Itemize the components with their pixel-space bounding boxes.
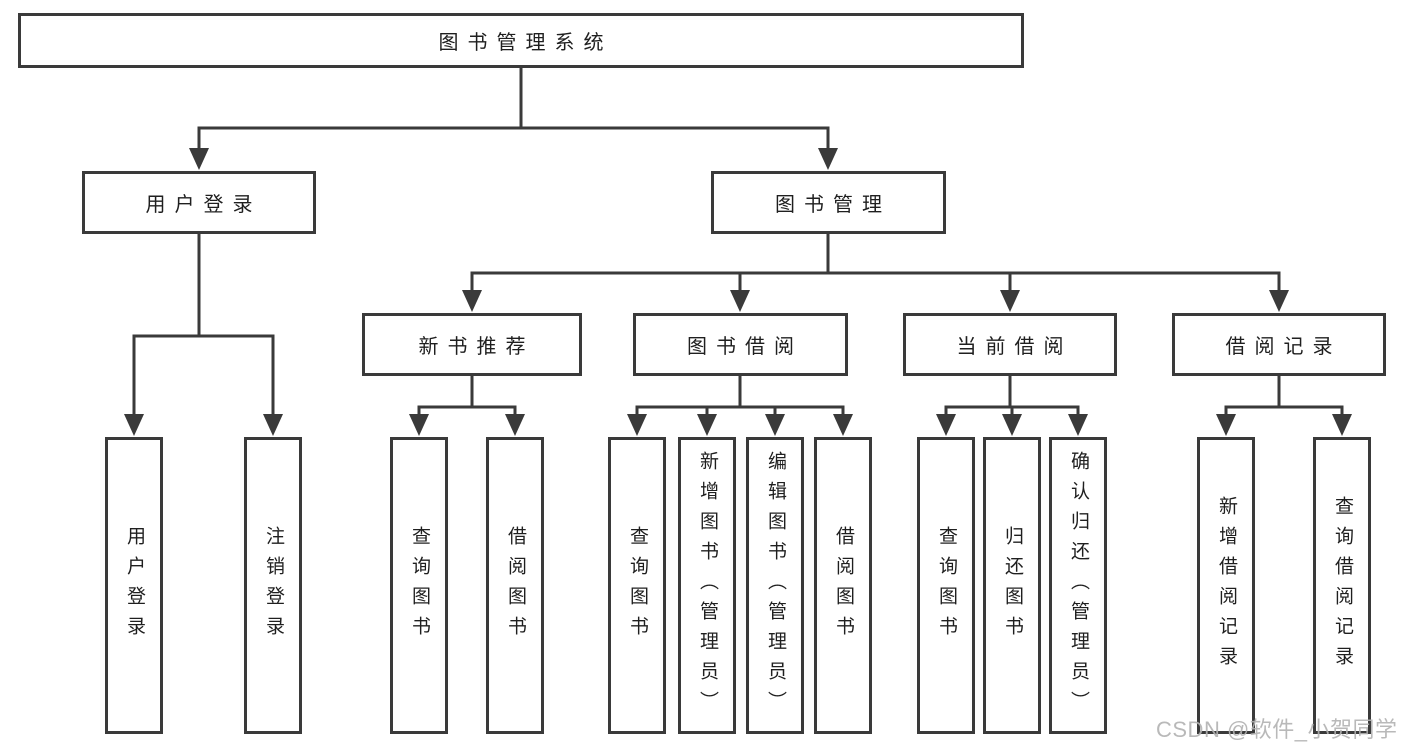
node-book-borrowing-label: 图书借阅 (687, 336, 803, 358)
leaf-user-login-label: 用户登录 (124, 525, 145, 646)
node-user-login: 用户登录 (82, 171, 316, 234)
leaf-logout: 注销登录 (244, 437, 302, 734)
node-borrowing-records: 借阅记录 (1172, 313, 1386, 376)
leaf-logout-label: 注销登录 (263, 525, 284, 646)
leaf-add-book-admin: 新增图书（管理员） (678, 437, 736, 734)
node-new-book-recommendation-label: 新书推荐 (418, 336, 535, 358)
leaf-return-books: 归还图书 (983, 437, 1041, 734)
node-book-borrowing: 图书借阅 (633, 313, 848, 376)
node-book-management-label: 图书管理 (775, 194, 891, 216)
leaf-edit-book-admin-label: 编辑图书（管理员） (765, 450, 786, 721)
leaf-query-books-current: 查询图书 (917, 437, 975, 734)
node-current-borrowing-label: 当前借阅 (956, 336, 1073, 358)
node-user-login-label: 用户登录 (145, 194, 262, 216)
leaf-query-books-borrow: 查询图书 (608, 437, 666, 734)
node-root-label: 图书管理系统 (438, 32, 613, 54)
leaf-borrow-books-label: 借阅图书 (833, 525, 854, 646)
leaf-query-borrow-record-label: 查询借阅记录 (1332, 495, 1353, 676)
leaf-edit-book-admin: 编辑图书（管理员） (746, 437, 804, 734)
leaf-query-books-recommend: 查询图书 (390, 437, 448, 734)
leaf-query-books-recommend-label: 查询图书 (409, 525, 430, 646)
node-borrowing-records-label: 借阅记录 (1225, 336, 1342, 358)
leaf-query-books-borrow-label: 查询图书 (627, 525, 648, 646)
leaf-borrow-books: 借阅图书 (814, 437, 872, 734)
node-root: 图书管理系统 (18, 13, 1024, 68)
leaf-query-books-current-label: 查询图书 (936, 525, 957, 646)
leaf-query-borrow-record: 查询借阅记录 (1313, 437, 1371, 734)
leaf-borrow-books-recommend-label: 借阅图书 (505, 525, 526, 646)
leaf-user-login: 用户登录 (105, 437, 163, 734)
leaf-confirm-return-admin: 确认归还（管理员） (1049, 437, 1107, 734)
leaf-add-borrow-record: 新增借阅记录 (1197, 437, 1255, 734)
node-new-book-recommendation: 新书推荐 (362, 313, 582, 376)
leaf-add-borrow-record-label: 新增借阅记录 (1216, 495, 1237, 676)
leaf-return-books-label: 归还图书 (1002, 525, 1023, 646)
node-book-management: 图书管理 (711, 171, 946, 234)
leaf-confirm-return-admin-label: 确认归还（管理员） (1068, 450, 1089, 721)
csdn-watermark: CSDN @软件_小贺同学 (1156, 717, 1398, 742)
node-current-borrowing: 当前借阅 (903, 313, 1117, 376)
leaf-add-book-admin-label: 新增图书（管理员） (697, 450, 718, 721)
leaf-borrow-books-recommend: 借阅图书 (486, 437, 544, 734)
